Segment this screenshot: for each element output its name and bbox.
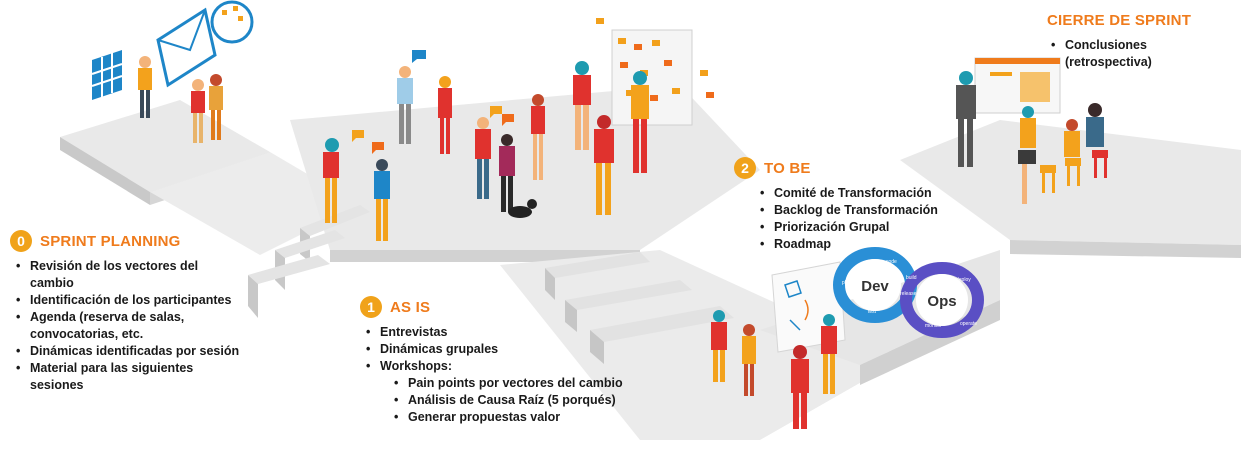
- step-number-badge: 2: [734, 157, 756, 179]
- cierre-platform: [900, 120, 1241, 258]
- devops-diagram: Dev Ops code build test plan release dep…: [833, 247, 984, 338]
- list-item: Priorización Grupal: [760, 219, 964, 236]
- envelope-icon: [156, 7, 217, 88]
- to-be-title: TO BE: [764, 159, 811, 177]
- as-is-block: 1 AS IS Entrevistas Dinámicas grupales W…: [360, 296, 660, 426]
- person-icon: [499, 134, 515, 212]
- list-item: Material para las siguientes sesiones: [16, 360, 245, 394]
- chair-icon: [1092, 150, 1108, 178]
- devops-step: monitor: [925, 323, 942, 329]
- people-illustration: [138, 50, 1108, 429]
- presentation-board: [974, 57, 1061, 114]
- calendar-icon: [210, 0, 254, 44]
- postit-wall: [596, 18, 714, 126]
- list-item: Dinámicas identificadas por sesión: [16, 343, 245, 360]
- list-item: Identificación de los participantes: [16, 292, 245, 309]
- person-icon: [791, 345, 809, 429]
- as-is-list: Entrevistas Dinámicas grupales Workshops…: [360, 324, 660, 375]
- devops-step: operate: [960, 321, 977, 327]
- person-icon: [821, 314, 837, 394]
- as-is-header: 1 AS IS: [360, 296, 660, 318]
- window-icon: [91, 50, 123, 100]
- devops-step: deploy: [956, 277, 971, 283]
- chair-icon: [1040, 165, 1056, 193]
- list-item: Conclusiones (retrospectiva): [1051, 37, 1237, 71]
- sprint-planning-block: 0 SPRINT PLANNING Revisión de los vector…: [10, 230, 245, 394]
- step-number-badge: 0: [10, 230, 32, 252]
- to-be-block: 2 TO BE Comité de Transformación Backlog…: [734, 157, 964, 253]
- speech-bubble-icon: [490, 106, 502, 118]
- workshops-sublist: Pain points por vectores del cambio Anál…: [360, 375, 660, 426]
- list-item: Workshops:: [366, 358, 660, 375]
- cierre-block: CIERRE DE SPRINT Conclusiones (retrospec…: [1047, 12, 1237, 71]
- chair-icon: [1065, 158, 1081, 186]
- person-icon: [594, 115, 614, 215]
- person-icon: [631, 71, 649, 173]
- person-icon: [1018, 106, 1036, 204]
- person-icon: [1064, 119, 1080, 157]
- devops-step: release: [900, 291, 917, 297]
- step-number-badge: 1: [360, 296, 382, 318]
- sprint-planning-header: 0 SPRINT PLANNING: [10, 230, 245, 252]
- person-icon: [397, 66, 413, 144]
- person-icon: [531, 94, 545, 180]
- list-item: Pain points por vectores del cambio: [394, 375, 660, 392]
- cierre-title: CIERRE DE SPRINT: [1047, 12, 1192, 29]
- person-icon: [475, 117, 491, 199]
- list-item: Backlog de Transformación: [760, 202, 964, 219]
- sprint-planning-title: SPRINT PLANNING: [40, 232, 181, 250]
- speech-bubble-icon: [372, 142, 384, 154]
- person-icon: [1086, 103, 1104, 147]
- devops-dev-label: Dev: [861, 278, 889, 295]
- speech-bubble-icon: [412, 50, 426, 63]
- devops-ops-label: Ops: [927, 293, 956, 310]
- person-icon: [191, 79, 205, 143]
- list-item: Comité de Transformación: [760, 185, 964, 202]
- list-item: Análisis de Causa Raíz (5 porqués): [394, 392, 660, 409]
- list-item: Revisión de los vectores del cambio: [16, 258, 245, 292]
- list-item: Dinámicas grupales: [366, 341, 660, 358]
- dog-icon: [508, 199, 537, 218]
- person-icon: [711, 310, 727, 382]
- to-be-list: Comité de Transformación Backlog de Tran…: [734, 185, 964, 253]
- speech-bubble-icon: [502, 114, 514, 126]
- list-item: Entrevistas: [366, 324, 660, 341]
- list-item: Roadmap: [760, 236, 964, 253]
- devops-step: test: [868, 309, 877, 315]
- sprint-planning-list: Revisión de los vectores del cambio Iden…: [10, 258, 245, 394]
- list-item: Generar propuestas valor: [394, 409, 660, 426]
- devops-step: plan: [842, 280, 852, 286]
- as-is-title: AS IS: [390, 298, 431, 316]
- person-icon: [138, 56, 152, 118]
- devops-step: code: [886, 259, 897, 265]
- person-icon: [956, 71, 976, 167]
- person-icon: [438, 76, 452, 154]
- list-item: Agenda (reserva de salas, convocatorias,…: [16, 309, 245, 343]
- person-icon: [573, 61, 591, 150]
- person-icon: [742, 324, 756, 396]
- person-icon: [209, 74, 223, 140]
- person-icon: [374, 159, 390, 241]
- person-icon: [323, 138, 339, 223]
- to-be-header: 2 TO BE: [734, 157, 964, 179]
- speech-bubble-icon: [352, 130, 364, 142]
- devops-step: build: [906, 275, 917, 281]
- cierre-list: Conclusiones (retrospectiva): [1047, 37, 1237, 71]
